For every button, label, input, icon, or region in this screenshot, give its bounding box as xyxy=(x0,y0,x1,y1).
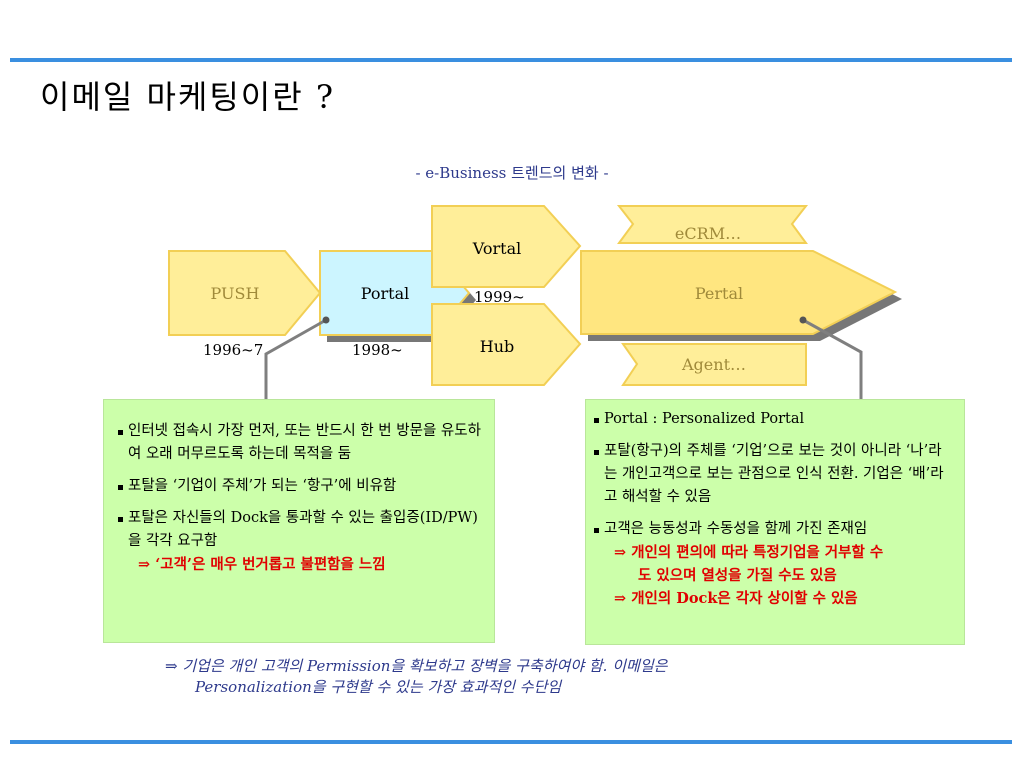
pertal-shape xyxy=(580,250,898,335)
push-shape xyxy=(168,250,322,336)
connector-right xyxy=(802,318,863,412)
right-bullet-3: 고객은 능동성과 수동성을 함께 가진 존재임 ⇒ 개인의 편의에 따라 특정기… xyxy=(592,518,954,610)
agent-label: Agent… xyxy=(682,355,746,374)
hub-shape xyxy=(431,303,582,386)
left-bullet-3: 포탈은 자신들의 Dock을 통과할 수 있는 출입증(ID/PW)을 각각 요… xyxy=(116,507,484,576)
left-bullet-3-text: 포탈은 자신들의 Dock을 통과할 수 있는 출입증(ID/PW)을 각각 요… xyxy=(128,510,478,549)
connector-left xyxy=(264,318,327,414)
right-bullet-3-emphasis-2: ⇒ 개인의 Dock은 각자 상이할 수 있음 xyxy=(614,590,858,607)
diagram-subtitle: - e-Business 트렌드의 변화 - xyxy=(415,164,609,182)
left-bullet-1: 인터넷 접속시 가장 먼저, 또는 반드시 한 번 방문을 유도하여 오래 머무… xyxy=(116,420,484,466)
conclusion-line-2: Personalization을 구현할 수 있는 가장 효과적인 수단임 xyxy=(195,678,562,696)
connector-right-dot xyxy=(799,316,807,324)
left-bullet-2: 포탈을 ‘기업이 주체’가 되는 ‘항구’에 비유함 xyxy=(116,475,484,498)
conclusion-line-1: ⇒ 기업은 개인 고객의 Permission을 확보하고 장벽을 구축하여야 … xyxy=(165,657,668,675)
connector-left-dot xyxy=(322,316,330,324)
pertal-description-panel: Portal : Personalized Portal 포탈(항구)의 주체를… xyxy=(585,399,965,645)
pertal-label: Pertal xyxy=(694,284,744,303)
right-bullet-3-text: 고객은 능동성과 수동성을 함께 가진 존재임 xyxy=(604,521,868,537)
vortal-shape xyxy=(431,205,582,288)
right-bullet-1: Portal : Personalized Portal xyxy=(592,408,954,431)
right-bullet-3-emphasis-1: ⇒ 개인의 편의에 따라 특정기업을 거부할 수 xyxy=(614,544,884,561)
year-vortal: 1999~ xyxy=(474,288,525,306)
ecrm-shape xyxy=(616,205,809,244)
left-bullet-3-emphasis: ⇒ ‘고객’은 매우 번거롭고 불편함을 느낌 xyxy=(138,556,386,573)
portal-label: Portal xyxy=(360,284,410,303)
year-portal: 1998~ xyxy=(352,341,403,359)
year-push: 1996~7 xyxy=(203,341,264,359)
bottom-rule xyxy=(10,740,1012,744)
agent-shape xyxy=(621,343,807,386)
ecrm-label: eCRM… xyxy=(674,224,742,243)
portal-description-panel: 인터넷 접속시 가장 먼저, 또는 반드시 한 번 방문을 유도하여 오래 머무… xyxy=(103,399,495,643)
vortal-label: Vortal xyxy=(472,239,522,258)
right-bullet-2: 포탈(항구)의 주체를 ‘기업’으로 보는 것이 아니라 ‘나’라는 개인고객으… xyxy=(592,440,954,509)
top-rule xyxy=(10,58,1012,62)
push-label: PUSH xyxy=(210,284,260,303)
conclusion-text: ⇒ 기업은 개인 고객의 Permission을 확보하고 장벽을 구축하여야 … xyxy=(165,656,667,698)
page-title: 이메일 마케팅이란 ? xyxy=(40,78,336,116)
right-bullet-3-emphasis-1b: 도 있으며 열성을 가질 수도 있음 xyxy=(638,567,837,584)
hub-label: Hub xyxy=(479,337,515,356)
